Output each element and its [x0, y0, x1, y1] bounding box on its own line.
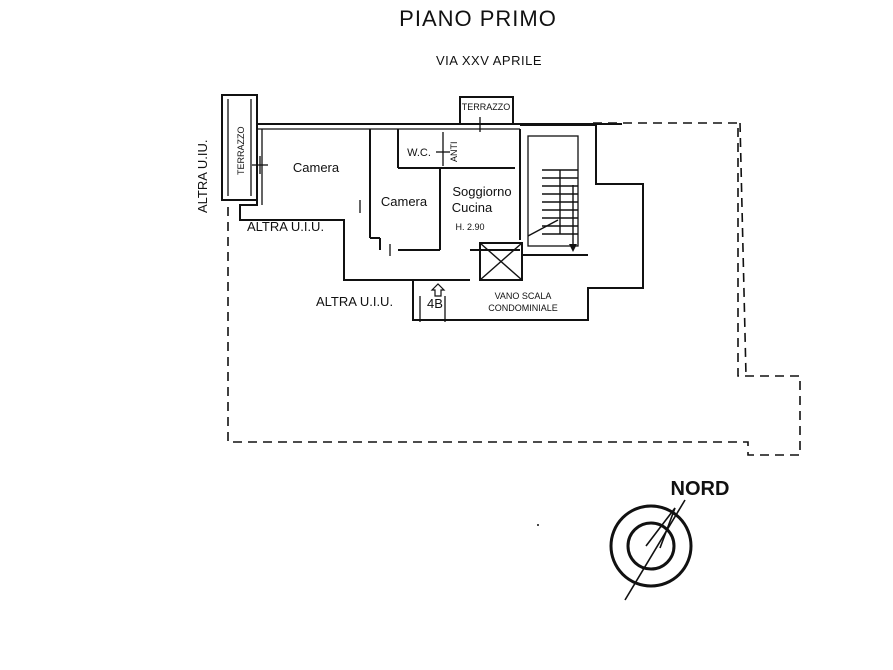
camera-1-label: Camera	[293, 160, 340, 175]
soggiorno-label: Soggiorno	[452, 184, 511, 199]
stair-label-line2: CONDOMINIALE	[488, 303, 558, 313]
terrazzo-left-label: TERRAZZO	[236, 127, 246, 176]
stair-arrow-icon	[569, 244, 577, 252]
nord-label: NORD	[671, 478, 730, 500]
apartment-walls	[239, 123, 644, 321]
interior-walls	[252, 129, 521, 281]
stair-label-line1: VANO SCALA	[495, 291, 552, 301]
altra-uiu-left: ALTRA U.I.U.	[247, 219, 324, 234]
property-boundary	[227, 122, 801, 456]
altra-uiu-bottom: ALTRA U.I.U.	[316, 294, 393, 309]
camera-2-label: Camera	[381, 194, 428, 209]
terrazzo-top-label: TERRAZZO	[462, 102, 511, 112]
cucina-label: Cucina	[452, 200, 493, 215]
stair-core	[479, 135, 588, 281]
boundary-east	[739, 122, 747, 377]
compass-outer-ring	[609, 504, 693, 588]
page-title: PIANO PRIMO	[399, 6, 557, 31]
street-name: VIA XXV APRILE	[436, 53, 542, 68]
altra-uiu-left-vertical: ALTRA U.IU.	[195, 140, 210, 213]
terrazzo-top: TERRAZZO	[459, 96, 514, 132]
ceiling-height: H. 2.90	[455, 222, 484, 232]
anti-label: ANTI	[449, 141, 459, 162]
unit-number: 4B	[427, 296, 443, 311]
entrance-arrow-icon	[430, 283, 446, 297]
entrance	[419, 283, 446, 322]
north-arrow-icon	[624, 499, 686, 601]
wc-label: W.C.	[407, 147, 431, 159]
speck	[537, 524, 539, 526]
compass-inner-ring	[626, 521, 676, 571]
north-compass: NORD	[609, 478, 730, 601]
terrazzo-left: TERRAZZO	[221, 94, 258, 201]
